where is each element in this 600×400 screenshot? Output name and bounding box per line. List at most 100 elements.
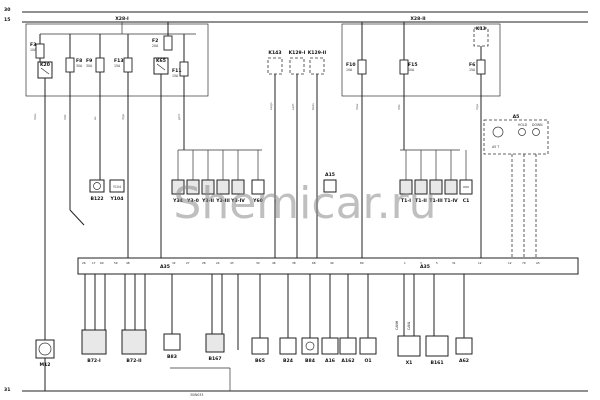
svg-text:B24: B24 bbox=[283, 358, 293, 364]
svg-text:B167: B167 bbox=[208, 356, 221, 362]
svg-text:B72-II: B72-II bbox=[126, 358, 142, 364]
injector-group bbox=[177, 150, 259, 180]
component-y3-iv: Y3-IV bbox=[230, 179, 245, 204]
component-b122: B122 bbox=[89, 179, 105, 202]
svg-text:46: 46 bbox=[272, 261, 276, 265]
svg-text:27: 27 bbox=[186, 261, 190, 265]
svg-text:sw/gn: sw/gn bbox=[269, 102, 273, 110]
svg-text:32: 32 bbox=[172, 261, 176, 265]
svg-text:A162: A162 bbox=[341, 358, 354, 364]
fuse-f6: F6 15A bbox=[469, 46, 486, 75]
component-t1-iii: T1-III bbox=[429, 179, 443, 204]
component-b72-ii: B72-II bbox=[121, 329, 147, 364]
component-x1: CANH CANL X1 bbox=[395, 320, 421, 366]
component-a5: A5 A5 T HOLD DOWN bbox=[483, 114, 549, 260]
svg-text:T1-I: T1-I bbox=[401, 198, 411, 204]
svg-text:F10: F10 bbox=[346, 62, 356, 68]
svg-text:F8: F8 bbox=[76, 58, 82, 64]
svg-text:10A: 10A bbox=[408, 68, 415, 72]
svg-text:10A: 10A bbox=[346, 68, 353, 72]
module-k129-ii: K129-II bbox=[308, 50, 327, 75]
svg-text:F15: F15 bbox=[408, 62, 418, 68]
svg-text:HOLD: HOLD bbox=[518, 123, 528, 127]
footer-connector-label: 30IN033 bbox=[190, 393, 203, 397]
svg-text:Y104: Y104 bbox=[110, 196, 124, 202]
component-y3-0: Y3-0 bbox=[186, 179, 200, 204]
svg-text:Y104: Y104 bbox=[113, 185, 121, 189]
svg-text:rt/ge: rt/ge bbox=[475, 103, 479, 110]
svg-text:30A: 30A bbox=[76, 64, 83, 68]
svg-text:12: 12 bbox=[478, 261, 482, 265]
watermark: Shemicar.ru bbox=[173, 178, 436, 229]
svg-text:K129-I: K129-I bbox=[289, 50, 306, 56]
svg-text:43: 43 bbox=[230, 261, 234, 265]
component-y34: Y34 bbox=[171, 179, 185, 204]
svg-text:K13: K13 bbox=[476, 26, 486, 32]
ecu-right-label: A35 bbox=[420, 264, 430, 270]
component-a15: A15 bbox=[323, 172, 337, 193]
component-c1: C1 bbox=[459, 179, 473, 204]
svg-text:F2: F2 bbox=[152, 38, 158, 44]
svg-text:Y3-III: Y3-III bbox=[215, 198, 230, 204]
svg-text:F3: F3 bbox=[30, 42, 36, 48]
rail-31-label: 31 bbox=[4, 387, 10, 393]
component-a16: A16 bbox=[321, 337, 339, 364]
fuse-f2: F2 20A bbox=[152, 22, 173, 51]
svg-text:X1: X1 bbox=[406, 360, 413, 366]
svg-text:31: 31 bbox=[452, 261, 456, 265]
svg-text:K20: K20 bbox=[40, 62, 50, 68]
svg-text:T1-II: T1-II bbox=[415, 198, 427, 204]
svg-text:F9: F9 bbox=[86, 58, 92, 64]
wire-labels: rt/ws rt/bl ws rt/gn gn/rt sw/gn sw/rt b… bbox=[33, 102, 479, 120]
svg-text:F11: F11 bbox=[172, 68, 182, 74]
svg-text:12: 12 bbox=[508, 261, 512, 265]
svg-text:CANL: CANL bbox=[407, 321, 411, 330]
svg-text:68: 68 bbox=[312, 261, 316, 265]
svg-text:B161: B161 bbox=[430, 360, 443, 366]
connector-x28-i: X28-I bbox=[25, 16, 209, 97]
fuse-f8: F8 30A bbox=[65, 34, 83, 73]
relay-k20: K20 bbox=[37, 61, 53, 79]
component-b24: B24 bbox=[279, 337, 297, 364]
svg-text:K129-II: K129-II bbox=[308, 50, 327, 56]
fuse-f10: F10 10A bbox=[346, 22, 367, 75]
power-rails: 30 15 31 bbox=[4, 7, 588, 393]
svg-text:M12: M12 bbox=[40, 362, 51, 368]
component-o1: O1 bbox=[359, 337, 377, 364]
svg-text:59: 59 bbox=[114, 261, 118, 265]
svg-text:B83: B83 bbox=[167, 354, 177, 360]
svg-text:ws: ws bbox=[94, 116, 97, 120]
svg-text:Y3-0: Y3-0 bbox=[186, 198, 199, 204]
connector-x28-i-label: X28-I bbox=[115, 16, 129, 22]
svg-text:F13: F13 bbox=[114, 58, 124, 64]
svg-text:15A: 15A bbox=[469, 68, 476, 72]
svg-text:T1-IV: T1-IV bbox=[444, 198, 458, 204]
component-b167: B167 bbox=[205, 333, 225, 362]
svg-text:A5 T: A5 T bbox=[492, 145, 499, 149]
component-b65: B65 bbox=[251, 337, 269, 364]
component-y3-ii: Y3-II bbox=[201, 179, 215, 204]
svg-text:30A: 30A bbox=[86, 64, 93, 68]
svg-text:17: 17 bbox=[92, 261, 96, 265]
lower-wires bbox=[44, 274, 465, 391]
svg-text:CANH: CANH bbox=[395, 320, 399, 330]
relay-k65: K65 bbox=[153, 57, 169, 75]
svg-text:Y3-II: Y3-II bbox=[201, 198, 214, 204]
module-k129-i: K129-I bbox=[289, 50, 306, 75]
component-y104: Y104 Y104 bbox=[109, 179, 125, 202]
svg-text:60: 60 bbox=[100, 261, 104, 265]
fuse-f15: F15 10A bbox=[399, 22, 418, 75]
svg-text:bl/ws: bl/ws bbox=[311, 103, 315, 110]
ignition-coils bbox=[405, 150, 467, 180]
component-y3-iii: Y3-III bbox=[215, 179, 230, 204]
svg-text:Y60: Y60 bbox=[252, 198, 263, 204]
svg-text:24: 24 bbox=[216, 261, 220, 265]
component-a62: A62 bbox=[455, 337, 473, 364]
component-t1-i: T1-I bbox=[399, 179, 413, 204]
fuse-f3: F3 10A bbox=[30, 34, 45, 59]
svg-text:DOWN: DOWN bbox=[532, 123, 543, 127]
svg-text:A5: A5 bbox=[536, 261, 540, 265]
